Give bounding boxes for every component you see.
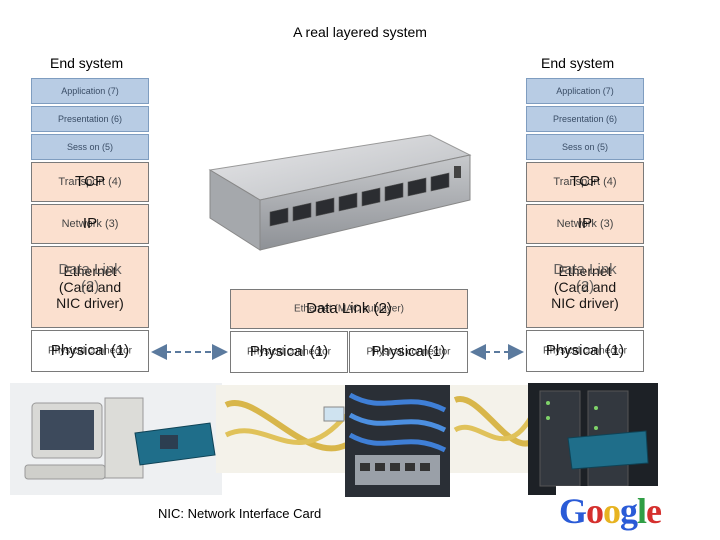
right-ip-label: IP bbox=[577, 215, 593, 233]
right-end-system-label: End system bbox=[541, 55, 615, 71]
left-end-system-label: End system bbox=[50, 55, 124, 71]
google-letter-o1: o bbox=[586, 491, 604, 531]
google-letter-o2: o bbox=[603, 491, 621, 531]
right-tcp-label: TCP bbox=[570, 173, 600, 191]
switch-physical-right-layer: Physical connector Physical(1) bbox=[349, 331, 468, 373]
link-arrows bbox=[151, 344, 524, 360]
left-tcp-label: TCP bbox=[75, 173, 105, 191]
left-ip-label: IP bbox=[82, 215, 98, 233]
left-transport-layer: Transport (4) TCP bbox=[31, 162, 149, 202]
google-letter-e: e bbox=[646, 491, 662, 531]
google-letter-g1: G bbox=[559, 491, 587, 531]
right-datalink-layer: Ethernet (Card and NIC driver) Data Link… bbox=[526, 246, 644, 328]
right-physical-over-label: Physical (1) bbox=[545, 342, 625, 360]
switch-physical-left-over-label: Physical (1) bbox=[249, 343, 329, 361]
right-session-layer: Sess on (5) bbox=[526, 134, 644, 160]
switch-cables-photo bbox=[345, 385, 450, 497]
left-physical-over-label: Physical (1) bbox=[50, 342, 130, 360]
switch-physical-right-connector-label: Physical connector bbox=[366, 346, 451, 358]
left-network-label: Network (3) bbox=[61, 218, 119, 230]
right-application-layer: Application (7) bbox=[526, 78, 644, 104]
left-network-layer: Network (3) IP bbox=[31, 204, 149, 244]
switch-ethernet-mac-label: Ethernet (MAC sublayer) bbox=[293, 303, 405, 315]
switch-datalink-over-label: Data Link (2) bbox=[306, 300, 392, 318]
google-letter-l: l bbox=[637, 491, 647, 531]
nic-caption: NIC: Network Interface Card bbox=[158, 506, 322, 521]
left-presentation-layer: Presentation (6) bbox=[31, 106, 149, 132]
right-ethernet-label: Ethernet (Card and NIC driver) bbox=[551, 263, 619, 312]
right-physical-connector-label: Physical connector bbox=[543, 345, 627, 357]
right-transport-layer: Transport (4) TCP bbox=[526, 162, 644, 202]
right-transport-label: Transport (4) bbox=[553, 176, 617, 188]
left-physical-layer: Physical connector Physical (1) bbox=[31, 330, 149, 372]
switch-datalink-layer: Ethernet (MAC sublayer) Data Link (2) bbox=[230, 289, 468, 329]
switch-physical-left-connector-label: Physical connector bbox=[247, 346, 331, 358]
right-datalink-over-label: Data Link (2) bbox=[553, 261, 617, 296]
left-ethernet-label: Ethernet (Card and NIC driver) bbox=[56, 263, 124, 312]
google-logo-text: Google bbox=[559, 490, 662, 532]
google-letter-g2: g bbox=[620, 491, 638, 531]
left-session-layer: Sess on (5) bbox=[31, 134, 149, 160]
left-transport-label: Transport (4) bbox=[58, 176, 122, 188]
right-network-layer: Network (3) IP bbox=[526, 204, 644, 244]
right-physical-layer: Physical connector Physical (1) bbox=[526, 330, 644, 372]
diagram-title: A real layered system bbox=[293, 24, 427, 40]
google-logo: Google bbox=[556, 486, 672, 536]
cable-photo-right bbox=[450, 385, 538, 473]
right-presentation-layer: Presentation (6) bbox=[526, 106, 644, 132]
switch-physical-right-over-label: Physical(1) bbox=[371, 343, 446, 361]
left-datalink-layer: Ethernet (Card and NIC driver) Data Link… bbox=[31, 246, 149, 328]
switch-physical-left-layer: Physical connector Physical (1) bbox=[230, 331, 348, 373]
desktop-computer-photo bbox=[10, 383, 222, 495]
server-rack-photo bbox=[528, 383, 658, 495]
left-physical-connector-label: Physical connector bbox=[48, 345, 132, 357]
right-network-label: Network (3) bbox=[556, 218, 614, 230]
ethernet-switch-image bbox=[208, 134, 472, 251]
left-application-layer: Application (7) bbox=[31, 78, 149, 104]
left-datalink-over-label: Data Link (2) bbox=[58, 261, 122, 296]
cable-photo-left bbox=[216, 385, 358, 473]
